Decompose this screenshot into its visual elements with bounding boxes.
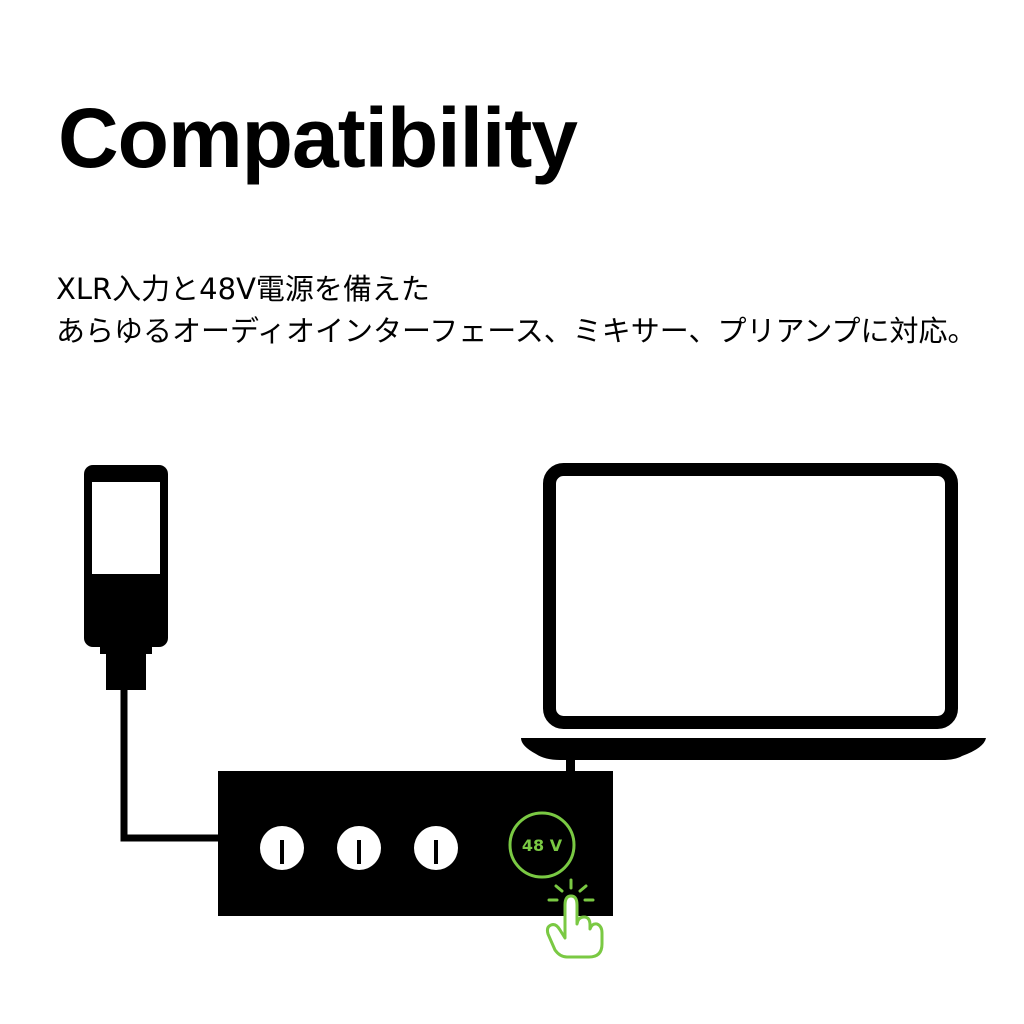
gain-knob[interactable] [414, 826, 458, 870]
gain-knob[interactable] [337, 826, 381, 870]
phantom-power-button[interactable]: 48 V [508, 811, 576, 879]
laptop-icon [521, 463, 986, 760]
usb-cable [566, 756, 575, 776]
audio-interface-icon: 48 V [218, 771, 613, 916]
description-line-2: あらゆるオーディオインターフェース、ミキサー、プリアンプに対応。 [56, 314, 977, 348]
click-burst [547, 878, 595, 902]
phantom-power-label: 48 V [522, 836, 563, 855]
hand-pointer-icon [545, 894, 604, 959]
description: XLR入力と48V電源を備えた あらゆるオーディオインターフェース、ミキサー、プ… [56, 268, 976, 352]
gain-knob[interactable] [260, 826, 304, 870]
microphone-icon [84, 465, 168, 690]
xlr-cable [120, 688, 220, 842]
page-title: Compatibility [58, 91, 578, 185]
description-line-1: XLR入力と48V電源を備えた [56, 272, 430, 306]
